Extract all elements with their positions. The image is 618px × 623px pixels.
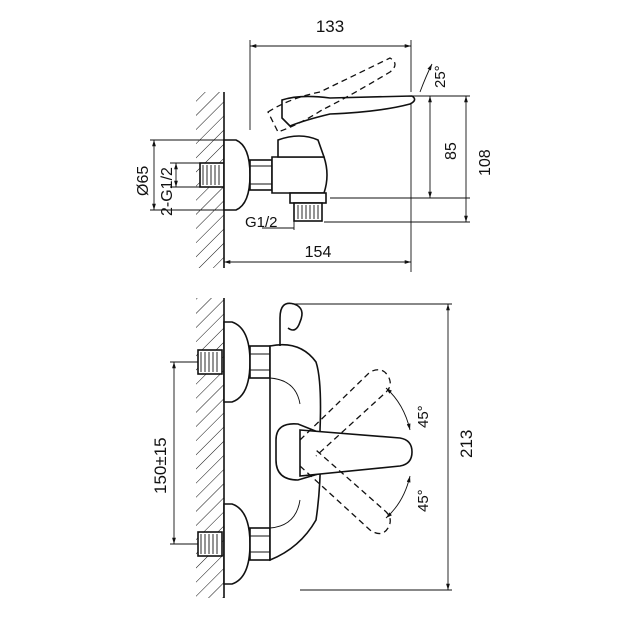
escutcheon-upper-front xyxy=(223,321,251,403)
lever-top xyxy=(281,95,416,127)
dim-outlet-thread-label: G1/2 xyxy=(245,214,278,231)
dim-angle-upper-label: 45° xyxy=(415,405,432,428)
dim-center-distance-label: 150±15 xyxy=(151,437,170,494)
inlet-upper-front xyxy=(197,349,223,375)
inlet-lower-front xyxy=(197,531,223,557)
body-upper-top xyxy=(277,135,326,158)
front-view: 45° 45° 150±15 213 xyxy=(151,298,476,598)
shower-holder-hook xyxy=(279,302,303,346)
dim-width-label: 133 xyxy=(316,17,344,36)
body-top xyxy=(271,156,328,194)
dim-angle-top-label: 25° xyxy=(432,65,449,88)
dim-diameter-label: Ø65 xyxy=(135,166,152,196)
dim-depth-label: 154 xyxy=(305,244,332,261)
connector-top xyxy=(249,159,273,191)
top-view: 133 25° 85 108 154 Ø65 2-G1/2 G1/2 xyxy=(135,17,494,272)
escutcheon-top xyxy=(223,139,251,211)
dim-total-height-label: 213 xyxy=(457,430,476,458)
dim-inlet-thread-label: 2-G1/2 xyxy=(159,167,176,216)
escutcheon-lower-front xyxy=(223,503,251,585)
outlet-thread-top xyxy=(293,202,323,222)
dim-height-inner-label: 85 xyxy=(443,142,460,160)
lever-front xyxy=(299,429,413,477)
dim-angle-lower-label: 45° xyxy=(415,489,432,512)
outlet-nut-top xyxy=(289,192,327,204)
lever-raised-top xyxy=(267,57,396,133)
dim-height-outer-label: 108 xyxy=(477,149,494,176)
inlet-thread-top xyxy=(199,162,225,188)
